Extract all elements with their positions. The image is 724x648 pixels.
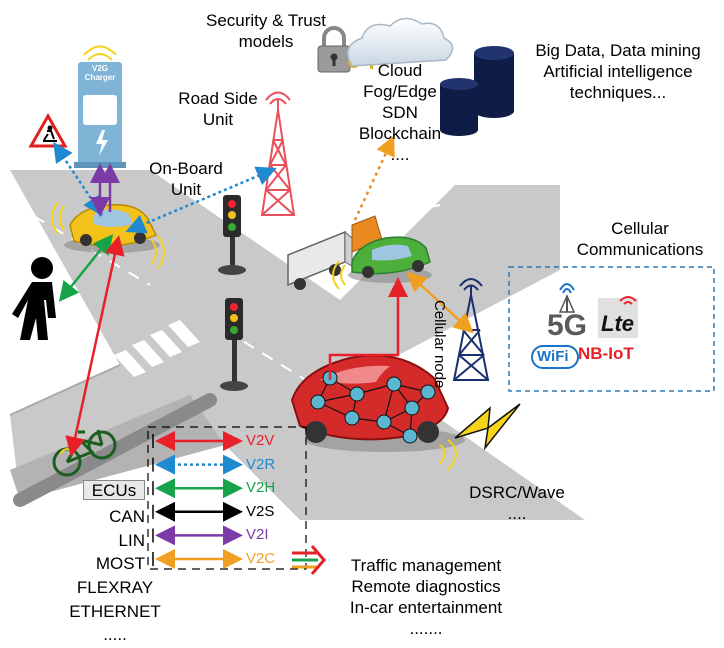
rsu-line-1: Road Side xyxy=(178,89,258,108)
bus-ellipsis-label: ..... xyxy=(103,625,127,644)
most-label: MOST xyxy=(95,554,145,573)
ai-line: Artificial intelligence xyxy=(543,62,693,81)
security-label: Security & Trust models xyxy=(206,11,326,51)
cellular-node-label: Cellular node xyxy=(431,300,448,389)
obu-label: On-Board Unit xyxy=(138,158,234,200)
legend-label-v2r: V2R xyxy=(246,455,276,473)
rsu-label: Road Side Unit xyxy=(168,88,268,130)
dsrc-label: DSRC/Wave .... xyxy=(462,482,572,524)
ethernet-label: ETHERNET xyxy=(69,602,161,621)
ecus-label: ECUs xyxy=(83,480,145,500)
cellular-box xyxy=(508,266,715,392)
bigdata-line: Big Data, Data mining xyxy=(535,41,701,60)
apps-arrow-icon xyxy=(292,545,326,575)
flexray-label: FLEXRAY xyxy=(76,578,154,597)
database-icon xyxy=(474,46,514,118)
cellular-title: Cellular Communications xyxy=(560,218,720,260)
cloud-services-label: Cloud Fog/Edge SDN Blockchain .... xyxy=(330,60,470,165)
rsu-line-2: Unit xyxy=(202,110,234,129)
obu-line-2: Unit xyxy=(170,180,202,199)
database-icon xyxy=(440,78,478,136)
legend-label-v2c: V2C xyxy=(246,550,276,567)
traffic-management-line: Traffic management xyxy=(350,556,502,575)
applications-label: Traffic management Remote diagnostics In… xyxy=(326,555,526,639)
green-car-icon xyxy=(332,236,432,290)
sdn-line: SDN xyxy=(382,103,418,122)
cloud-icon xyxy=(347,17,454,67)
legend-label-v2h: V2H xyxy=(246,479,276,497)
pedestrian-icon xyxy=(12,257,56,340)
rsu-tower-icon xyxy=(260,91,296,216)
wifi-logo-text: WiFi xyxy=(537,348,569,365)
legend-box xyxy=(147,426,307,570)
cloud-line: Cloud xyxy=(377,61,423,80)
can-label: CAN xyxy=(109,507,145,526)
fog-edge-line: Fog/Edge xyxy=(363,82,437,101)
cloud-ellipsis-line: .... xyxy=(390,145,410,164)
obu-line-1: On-Board xyxy=(149,159,223,178)
remote-diagnostics-line: Remote diagnostics xyxy=(351,577,501,596)
lin-label: LIN xyxy=(118,531,145,550)
techniques-line: techniques... xyxy=(569,83,667,102)
bigdata-label: Big Data, Data mining Artificial intelli… xyxy=(512,40,724,103)
connection-arrows xyxy=(53,135,474,457)
cellular-title-line-2: Communications xyxy=(576,240,704,259)
lte-logo-text: Lte xyxy=(601,311,634,336)
in-car-entertainment-line: In-car entertainment xyxy=(349,598,503,617)
5g-logo-icon xyxy=(558,283,576,313)
dsrc-ellipsis-line: .... xyxy=(507,504,527,523)
legend-label-v2s: V2S xyxy=(246,502,275,520)
dsrc-line: DSRC/Wave xyxy=(469,483,565,502)
lightning-icon xyxy=(454,403,521,451)
legend-lines xyxy=(152,431,243,569)
blockchain-line: Blockchain xyxy=(358,124,442,143)
traffic-light-icon xyxy=(220,298,248,391)
apps-ellipsis-line: ....... xyxy=(409,619,443,638)
roadworks-sign-icon xyxy=(28,112,68,148)
legend-label-v2v: V2V xyxy=(246,432,275,449)
nbiot-logo-text: NB-IoT xyxy=(578,344,634,363)
legend-label-v2i: V2I xyxy=(246,526,269,544)
charger-label: V2G Charger xyxy=(84,64,116,82)
lte-logo-icon xyxy=(598,296,638,338)
wifi-logo-icon xyxy=(531,345,579,369)
5g-logo-text: 5G xyxy=(547,309,588,342)
cellular-title-line-1: Cellular xyxy=(611,219,669,238)
